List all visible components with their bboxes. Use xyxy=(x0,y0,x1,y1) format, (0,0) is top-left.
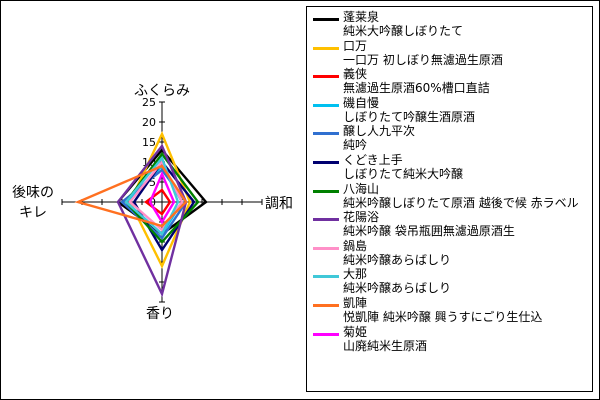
legend-item: 蓬莱泉純米大吟醸しぼりたて xyxy=(311,10,592,39)
legend-series-name: 義侠 xyxy=(343,67,368,82)
legend-swatch xyxy=(313,332,339,336)
tick-label: 15 xyxy=(142,136,156,149)
legend-swatch xyxy=(313,275,339,279)
legend-series-name: 凱陣 xyxy=(343,295,368,310)
legend-item: 菊姫山廃純米生原酒 xyxy=(311,325,592,354)
series-polygon-8 xyxy=(128,159,184,232)
axis-label-bottom: 香り xyxy=(146,306,174,322)
legend-series-desc: 一口万 初しぼり無濾過生原酒 xyxy=(343,52,503,67)
legend-series-name: 八海山 xyxy=(343,181,380,196)
legend-series-desc: 純米吟醸あらばしり xyxy=(343,252,452,267)
tick-label: 25 xyxy=(142,96,156,109)
axis-label-left-line1: 後味の xyxy=(12,185,54,201)
legend-series-desc: しぼりたて純米大吟醸 xyxy=(343,166,464,181)
legend-swatch xyxy=(313,303,339,307)
legend-series-name: くどき上手 xyxy=(343,152,403,167)
legend-series-name: 菊姫 xyxy=(343,324,368,339)
legend-series-desc: 山廃純米生原酒 xyxy=(343,338,428,353)
legend-item: 凱陣悦凱陣 純米吟醸 興うすにごり生仕込 xyxy=(311,296,592,325)
tick-label: 0 xyxy=(149,196,156,209)
series-polygon-9 xyxy=(124,155,180,236)
legend-item: 八海山純米吟醸しぼりたて原酒 越後で候 赤ラベル xyxy=(311,182,592,211)
series-polygon-7 xyxy=(116,143,188,298)
legend-series-name: 大那 xyxy=(343,267,368,282)
legend-swatch xyxy=(313,246,339,250)
tick-label: 20 xyxy=(142,116,156,129)
chart-legend: 蓬莱泉純米大吟醸しぼりたて口万一口万 初しぼり無濾過生原酒義侠無濾過生原酒60%… xyxy=(306,6,593,392)
legend-series-desc: 純米吟醸 袋吊瓶囲無濾過原酒生 xyxy=(343,224,515,239)
legend-series-name: 醸し人九平次 xyxy=(343,124,416,139)
legend-series-name: 口万 xyxy=(343,38,368,53)
series-polygon-11 xyxy=(148,170,176,225)
legend-series-desc: しぼりたて吟醸生酒原酒 xyxy=(343,109,476,124)
axis-label-right: 調和 xyxy=(265,196,293,212)
legend-swatch xyxy=(313,189,339,193)
legend-series-desc: 純米大吟醸しぼりたて xyxy=(343,24,464,38)
legend-item: 義侠無濾過生原酒60%槽口直詰 xyxy=(311,67,592,96)
axis-label-left-line2: キレ xyxy=(19,205,47,221)
legend-series-name: 花陽浴 xyxy=(343,210,380,225)
legend-series-desc: 純吟 xyxy=(343,138,368,153)
legend-series-desc: 無濾過生原酒60%槽口直詰 xyxy=(343,81,490,96)
series-polygon-10 xyxy=(74,164,188,228)
legend-series-name: 鍋島 xyxy=(343,238,368,253)
legend-swatch xyxy=(313,103,339,107)
legend-swatch xyxy=(313,218,339,222)
legend-swatch xyxy=(313,18,339,21)
legend-swatch xyxy=(313,160,339,164)
legend-item: 鍋島純米吟醸あらばしり xyxy=(311,239,592,268)
legend-swatch xyxy=(313,132,339,136)
legend-series-name: 磯自慢 xyxy=(343,95,380,110)
legend-series-desc: 純米吟醸しぼりたて原酒 越後で候 赤ラベル xyxy=(343,195,579,210)
legend-item: 口万一口万 初しぼり無濾過生原酒 xyxy=(311,39,592,68)
tick-label: 5 xyxy=(149,176,156,189)
legend-series-desc: 悦凱陣 純米吟醸 興うすにごり生仕込 xyxy=(343,309,543,324)
legend-swatch xyxy=(313,75,339,79)
legend-swatch xyxy=(313,46,339,50)
legend-item: 磯自慢しぼりたて吟醸生酒原酒 xyxy=(311,96,592,125)
axis-label-top: ふくらみ xyxy=(134,83,190,99)
legend-item: 大那純米吟醸あらばしり xyxy=(311,267,592,296)
series-layer xyxy=(74,131,208,298)
series-polygon-5 xyxy=(132,159,196,253)
legend-series-desc: 純米吟醸あらばしり xyxy=(343,281,452,296)
legend-item: くどき上手しぼりたて純米大吟醸 xyxy=(311,153,592,182)
legend-item: 花陽浴純米吟醸 袋吊瓶囲無濾過原酒生 xyxy=(311,210,592,239)
legend-series-name: 蓬莱泉 xyxy=(343,10,380,24)
legend-item: 醸し人九平次純吟 xyxy=(311,124,592,153)
